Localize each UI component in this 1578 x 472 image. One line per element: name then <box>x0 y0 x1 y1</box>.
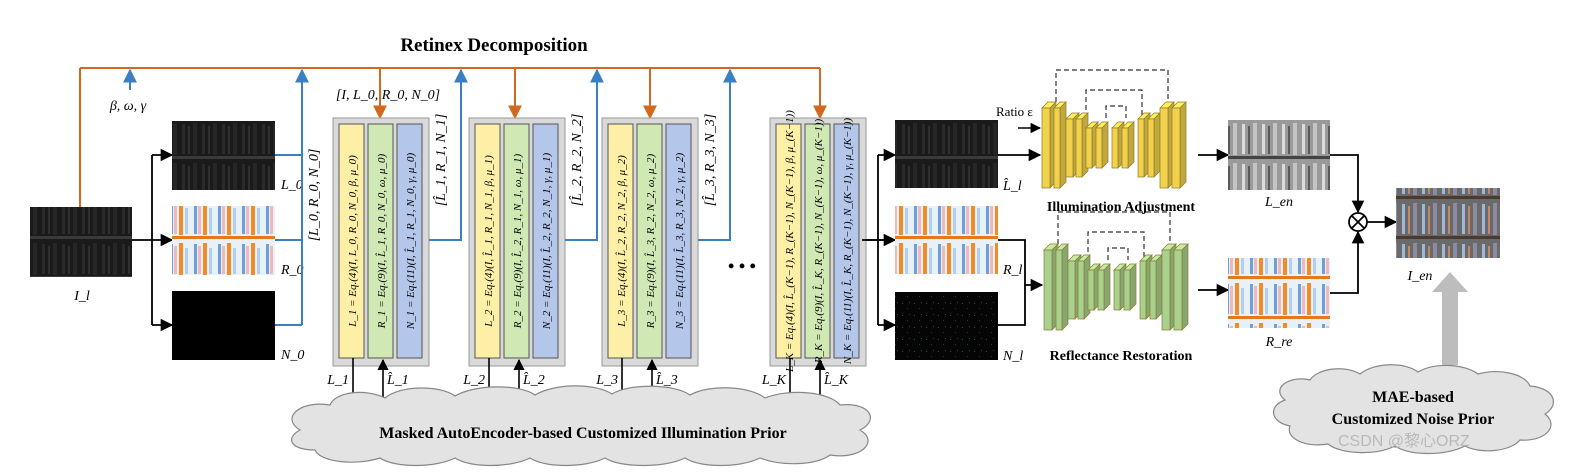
stage-output-arrow <box>429 68 468 241</box>
stage0-tuple: [L_0, R_0, N_0] <box>307 149 322 242</box>
equation-text: N_3 = Eq.(11)(I, L̂_3, R_3, N_2, γ, μ_2) <box>673 153 686 331</box>
prior-out-label: L_1 <box>326 373 349 388</box>
I-en-label: I_en <box>1407 269 1433 284</box>
L0-image <box>172 121 275 190</box>
equation-box-N <box>665 123 692 359</box>
equation-text: R_1 = Eq.(9)(I, L̂_1, R_0, N_0, ω, μ_0) <box>375 153 388 329</box>
N-final-image <box>895 292 998 360</box>
reflectance-restoration-net <box>1043 211 1189 331</box>
stage-output-tuple: [L̂_1, R_1, N_1] <box>433 114 449 207</box>
equation-box-R <box>367 123 394 359</box>
R0-image <box>172 206 275 275</box>
R0-label: R_0 <box>280 263 304 278</box>
equation-box-N <box>833 123 860 359</box>
input-image <box>30 207 132 277</box>
params-label: β, ω, γ <box>109 99 147 114</box>
R-re-image <box>1228 258 1330 328</box>
prior-in-label: L̂_K <box>823 372 849 388</box>
ellipsis: • • • <box>728 256 756 276</box>
stage-panel-4: L_K = Eq.(4)(I, L̂_(K−1), R_(K−1), N_(K−… <box>761 110 892 410</box>
illumination-prior-text: Masked AutoEncoder-based Customized Illu… <box>379 425 786 442</box>
branch-lines <box>132 148 174 332</box>
equation-box-L <box>338 123 365 359</box>
noise-prior-line1: MAE-based <box>1372 389 1454 406</box>
ratio-label: Ratio ε <box>996 104 1033 119</box>
illumination-prior-cloud: Masked AutoEncoder-based Customized Illu… <box>290 385 871 467</box>
equation-box-L <box>775 123 802 359</box>
L-en-label: L_en <box>1264 195 1293 210</box>
illumination-adjustment-net <box>1041 69 1187 189</box>
N0-label: N_0 <box>280 348 304 363</box>
equation-text: R_K = Eq.(9)(I, L̂_K, R_(K−1), N_(K−1), … <box>812 119 825 365</box>
stage-panel-1: L_1 = Eq.(4)(I, L_0, R_0, N_0, β, μ_0) R_… <box>326 68 468 410</box>
stage-output-tuple: [L̂_2, R_2, N_2] <box>569 114 585 207</box>
prior-out-label: L_K <box>761 373 787 388</box>
top-input-tuple: [I, L_0, R_0, N_0] <box>336 88 440 103</box>
R-final-label: R_l <box>1002 263 1023 278</box>
prior-in-label: L̂_3 <box>655 372 678 388</box>
multiply-node <box>1330 154 1398 294</box>
equation-text: L_K = Eq.(4)(I, L̂_(K−1), R_(K−1), N_(K−… <box>783 110 796 373</box>
prior-in-label: L̂_2 <box>522 372 545 388</box>
equation-box-R <box>804 123 831 359</box>
stage-output-arrow <box>565 68 604 241</box>
equation-box-R <box>636 123 663 359</box>
final-branch <box>877 148 897 332</box>
equation-box-R <box>503 123 530 359</box>
prior-in-label: L̂_1 <box>386 372 409 388</box>
L-en-image <box>1228 120 1330 190</box>
stage-panel-3: L_3 = Eq.(4)(I, L̂_2, R_2, N_2, β, μ_2) R… <box>595 68 737 410</box>
R-re-label: R_re <box>1265 335 1293 350</box>
N0-image <box>172 291 275 360</box>
net-connectors <box>998 148 1230 326</box>
noise-prior-cloud: MAE-based Customized Noise Prior <box>1273 364 1555 455</box>
equation-text: N_1 = Eq.(11)(I, L̂_1, R_1, N_0, γ, μ_0) <box>404 153 417 331</box>
equation-text: L_1 = Eq.(4)(I, L_0, R_0, N_0, β, μ_0) <box>347 155 359 328</box>
L-final-label: L̂_l <box>1002 178 1022 194</box>
N-final-label: N_l <box>1002 349 1023 364</box>
blue-bus-0 <box>275 68 309 326</box>
equation-box-N <box>532 123 559 359</box>
orange-bus <box>79 67 827 210</box>
stage-output-tuple: [L̂_3, R_3, N_3] <box>702 114 718 207</box>
stage-output-arrow <box>698 68 737 241</box>
stage-panel-2: L_2 = Eq.(4)(I, L̂_1, R_1, N_1, β, μ_1) R… <box>462 68 604 410</box>
diagram-title: Retinex Decomposition <box>400 35 588 56</box>
equation-text: R_2 = Eq.(9)(I, L̂_2, R_1, N_1, ω, μ_1) <box>511 153 524 329</box>
I-en-image <box>1396 188 1500 258</box>
equation-box-L <box>474 123 501 359</box>
illumination-adjustment-label: Illumination Adjustment <box>1047 200 1196 215</box>
input-label: I_l <box>73 289 90 304</box>
prior-out-label: L_2 <box>462 373 485 388</box>
equation-text: L_3 = Eq.(4)(I, L̂_2, R_2, N_2, β, μ_2) <box>615 155 628 328</box>
equation-text: R_3 = Eq.(9)(I, L̂_3, R_2, N_2, ω, μ_2) <box>644 153 657 329</box>
prior-out-label: L_3 <box>595 373 618 388</box>
equation-box-N <box>396 123 423 359</box>
equation-box-L <box>607 123 634 359</box>
R-final-image <box>895 206 998 274</box>
equation-text: N_2 = Eq.(11)(I, L̂_2, R_2, N_1, γ, μ_1) <box>540 153 553 331</box>
reflectance-restoration-label: Reflectance Restoration <box>1050 349 1193 364</box>
L0-label: L_0 <box>280 178 303 193</box>
noise-prior-line2: Customized Noise Prior <box>1332 411 1495 428</box>
equation-text: L_2 = Eq.(4)(I, L̂_1, R_1, N_1, β, μ_1) <box>482 155 495 328</box>
noise-prior-arrow <box>1432 272 1468 365</box>
L-final-image <box>895 120 998 188</box>
watermark: CSDN @黎心ORZ <box>1338 432 1470 450</box>
equation-text: N_K = Eq.(11)(I, L̂_K, R_(K−1), N_(K−1),… <box>841 118 854 366</box>
